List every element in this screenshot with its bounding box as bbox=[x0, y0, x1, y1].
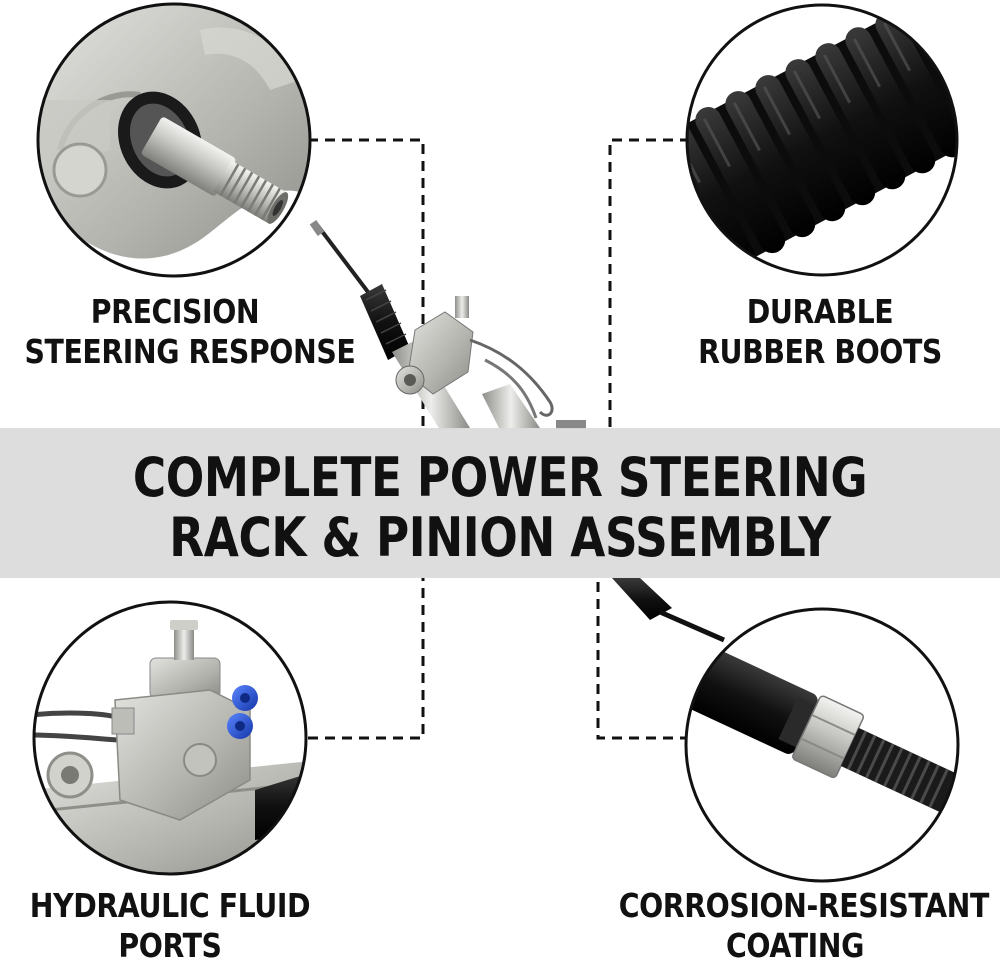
valve-housing-icon bbox=[32, 600, 308, 876]
title-banner bbox=[0, 428, 1000, 578]
title-line-2: RACK & PINION ASSEMBLY bbox=[169, 506, 831, 569]
connector-bottom-right bbox=[596, 578, 690, 740]
feature-label-line-1: HYDRAULIC FLUID bbox=[29, 886, 311, 925]
title-line-1: COMPLETE POWER STEERING bbox=[132, 446, 868, 509]
feature-label-rubber-boots: DURABLE RUBBER BOOTS bbox=[665, 292, 975, 372]
feature-label-line-2: STEERING RESPONSE bbox=[24, 332, 356, 371]
feature-label-hydraulic-ports: HYDRAULIC FLUID PORTS bbox=[24, 886, 316, 966]
feature-label-corrosion-coating: CORROSION-RESISTANT COATING bbox=[618, 886, 990, 966]
feature-label-line-2: COATING bbox=[726, 926, 864, 965]
feature-label-line-2: PORTS bbox=[118, 926, 222, 965]
feature-label-line-2: RUBBER BOOTS bbox=[698, 332, 942, 371]
feature-label-precision-steering: PRECISION STEERING RESPONSE bbox=[24, 292, 356, 372]
pinion-shaft-icon bbox=[36, 2, 312, 278]
connector-top-right bbox=[608, 138, 690, 432]
connector-bottom-left bbox=[308, 578, 425, 740]
feature-label-line-1: CORROSION-RESISTANT bbox=[618, 886, 990, 925]
bellows-boot-icon bbox=[685, 3, 959, 277]
feature-label-line-1: PRECISION bbox=[90, 292, 260, 331]
steering-rack-illustration bbox=[309, 219, 726, 643]
feature-label-line-1: DURABLE bbox=[746, 292, 894, 331]
threaded-tie-rod-icon bbox=[684, 607, 960, 883]
title-text: COMPLETE POWER STEERING RACK & PINION AS… bbox=[80, 448, 920, 568]
